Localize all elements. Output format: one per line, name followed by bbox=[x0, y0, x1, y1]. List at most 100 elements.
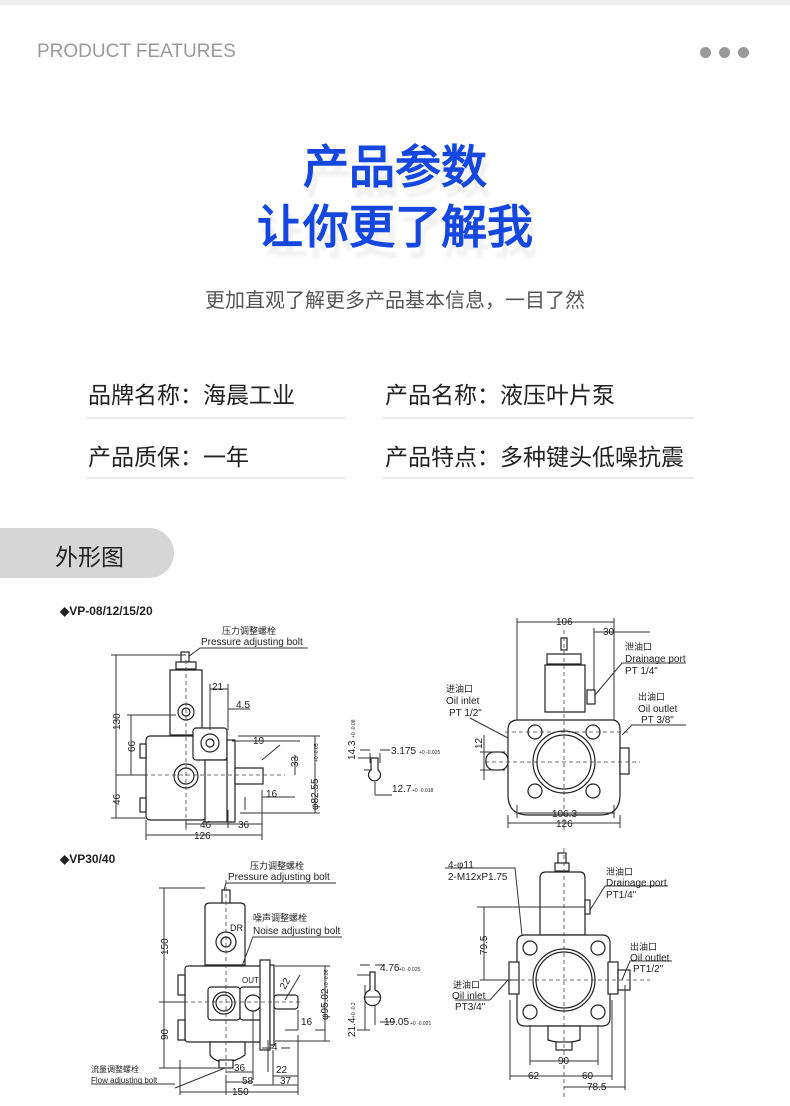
callout-cn: 压力调整螺栓 bbox=[250, 860, 304, 871]
dim-label: 106 bbox=[556, 617, 573, 628]
callout-cn: 压力调整螺栓 bbox=[222, 625, 276, 636]
callout-en: Oil inlet bbox=[452, 991, 486, 1002]
callout-cn: 出油口 bbox=[638, 691, 665, 702]
dim-label: 60 bbox=[582, 1071, 594, 1082]
bolt-holes bbox=[527, 724, 601, 799]
divider bbox=[383, 477, 694, 479]
dim-label: φ95.02 bbox=[320, 988, 331, 1020]
callout-en: Oil outlet bbox=[630, 953, 670, 964]
callout-en: Oil inlet bbox=[446, 696, 480, 707]
divider bbox=[87, 477, 345, 479]
dim-label: 19.05 bbox=[384, 1017, 409, 1028]
spec-warranty: 产品质保：一年 bbox=[88, 445, 249, 471]
dim-label: 3.175 bbox=[391, 746, 416, 757]
tolerance-label: +0 -0.025 bbox=[399, 967, 420, 973]
section-tab-outline-drawing: 外形图 bbox=[0, 528, 174, 578]
dim-label: 4-φ11 bbox=[448, 860, 474, 871]
dim-label: 46 bbox=[200, 820, 212, 831]
drawing-vp08-front: 106 30 泄油口 Drainage port PT 1/4" 进油口 Oil… bbox=[446, 617, 686, 830]
callout-cn: 进油口 bbox=[446, 683, 473, 694]
dim-label: 21.4 bbox=[347, 1017, 358, 1037]
tolerance-label: +0 -0.021 bbox=[410, 1021, 431, 1027]
dim-label: 90 bbox=[558, 1056, 570, 1067]
callout-cn: 出油口 bbox=[630, 941, 657, 952]
drawing-vp30-side: ◆VP30/40 压力调整螺栓 Pressure adjusting bolt … bbox=[59, 852, 431, 1098]
dim-label: 126 bbox=[194, 831, 211, 842]
dim-label: 16 bbox=[266, 789, 278, 800]
dim-label: 36 bbox=[238, 820, 250, 831]
dim-label: 30 bbox=[603, 627, 615, 638]
tolerance-label: +0 -0.08 bbox=[351, 719, 357, 738]
dim-label: 14.3 bbox=[347, 740, 358, 760]
dim-label: 33 bbox=[290, 755, 301, 767]
dim-label: 58 bbox=[242, 1076, 254, 1087]
dim-label: 126 bbox=[556, 819, 573, 830]
hero-title-line2: 让你更了解我 bbox=[257, 200, 533, 254]
dim-label: 22 bbox=[276, 1065, 288, 1076]
top-divider bbox=[0, 0, 790, 5]
section-eyebrow: PRODUCT FEATURES bbox=[37, 41, 236, 62]
dim-label: 62 bbox=[528, 1071, 540, 1082]
tolerance-label: +0 -0.06 bbox=[324, 969, 330, 988]
dim-label: 2-M12xP1.75 bbox=[448, 872, 508, 883]
bolt-holes bbox=[522, 940, 606, 1020]
dim-label: 46 bbox=[112, 793, 123, 805]
dim-label: 36 bbox=[234, 1063, 246, 1074]
dim-label: 19 bbox=[253, 736, 265, 747]
dim-label: 66 bbox=[127, 740, 138, 752]
dim-label: 22 bbox=[278, 976, 293, 992]
dim-label: 4 bbox=[272, 1042, 278, 1053]
dim-label: 16 bbox=[301, 1017, 313, 1028]
section-tab-label: 外形图 bbox=[55, 545, 124, 571]
callout-cn: 进油口 bbox=[453, 979, 480, 990]
callout-en: Noise adjusting bolt bbox=[253, 926, 340, 937]
callout-pt: PT 3/8" bbox=[641, 715, 674, 726]
drawing-vp08-side: ◆VP-08/12/15/20 压力调整螺栓 Pressure adjustin… bbox=[59, 604, 440, 842]
model-label: ◆VP-08/12/15/20 bbox=[59, 604, 153, 618]
divider bbox=[383, 417, 694, 419]
callout-pt: PT1/2" bbox=[633, 964, 664, 975]
dim-label: 12.7 bbox=[392, 784, 412, 795]
callout-en: Oil outlet bbox=[638, 704, 678, 715]
hero-subtitle: 更加直观了解更多产品基本信息，一目了然 bbox=[205, 288, 585, 312]
callout-pt: PT 1/2" bbox=[449, 708, 482, 719]
dim-label: 130 bbox=[112, 713, 123, 730]
port-out-mark: OUT bbox=[242, 976, 259, 985]
tolerance-label: +0 -0.05 bbox=[314, 743, 320, 762]
dim-label: φ82.55 bbox=[310, 778, 321, 810]
tolerance-label: +0 -0.018 bbox=[412, 788, 433, 794]
dim-label: 4.5 bbox=[236, 700, 250, 711]
tolerance-label: +0 -0.025 bbox=[419, 750, 440, 756]
hero-title-line1: 产品参数 bbox=[303, 140, 487, 194]
dim-label: 12 bbox=[474, 737, 485, 749]
callout-cn: 泄油口 bbox=[625, 641, 652, 652]
dim-label: 106.3 bbox=[552, 809, 577, 820]
callout-cn: 泄油口 bbox=[606, 866, 633, 877]
model-label: ◆VP30/40 bbox=[59, 852, 116, 866]
spec-product-name: 产品名称：液压叶片泵 bbox=[385, 383, 615, 409]
callout-en: Pressure adjusting bolt bbox=[228, 872, 330, 883]
callout-en: Drainage port bbox=[625, 654, 686, 665]
dim-label: 90 bbox=[160, 1028, 171, 1040]
drain-mark: DR bbox=[230, 923, 243, 933]
callout-cn: 流量调整螺栓 bbox=[91, 1064, 139, 1074]
callout-pt: PT3/4" bbox=[455, 1002, 486, 1013]
callout-pt: PT1/4" bbox=[606, 890, 637, 901]
dim-label: 79.5 bbox=[479, 935, 490, 955]
dim-label: 37 bbox=[280, 1076, 292, 1087]
dim-label: 150 bbox=[160, 938, 171, 955]
callout-pt: PT 1/4" bbox=[625, 666, 658, 677]
callout-en: Pressure adjusting bolt bbox=[201, 637, 303, 648]
callout-cn: 噪声调整螺栓 bbox=[253, 912, 307, 923]
callout-en: Drainage port bbox=[606, 878, 667, 889]
drawing-vp30-front: 4-φ11 2-M12xP1.75 泄油口 Drainage port PT1/… bbox=[445, 848, 672, 1100]
tolerance-label: +0 -0.2 bbox=[351, 1002, 357, 1018]
divider bbox=[87, 417, 345, 419]
dim-label: 78.5 bbox=[587, 1082, 607, 1093]
more-dots-icon[interactable] bbox=[700, 47, 749, 58]
callout-en: Flow adjusting bolt bbox=[91, 1076, 158, 1085]
spec-features: 产品特点：多种键头低噪抗震 bbox=[385, 445, 684, 471]
dim-label: 21 bbox=[212, 682, 224, 693]
dim-label: 150 bbox=[232, 1087, 249, 1098]
